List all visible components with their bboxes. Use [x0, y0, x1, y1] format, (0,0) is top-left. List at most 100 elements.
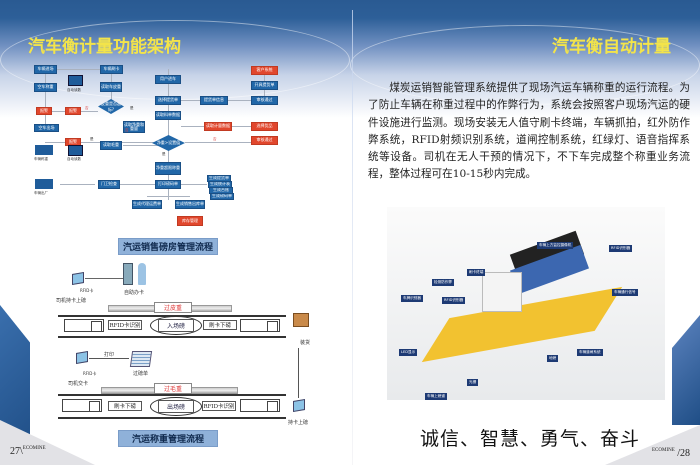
- decor-gray-shape: [0, 420, 95, 465]
- flow-node: 读取车皮重: [100, 82, 122, 92]
- connector-line: [45, 115, 46, 124]
- card-reader-icon: [76, 350, 88, 365]
- entry-scale: 入场磅: [150, 316, 202, 335]
- connector-line: [181, 100, 200, 101]
- photo-callout-label: 车辆上方监控摄像机: [537, 242, 574, 249]
- flow-node: 生成代理运费单: [132, 200, 162, 209]
- connector-line: [228, 100, 251, 101]
- monitor-icon: [68, 75, 83, 86]
- flow-node: 提货单信息: [200, 96, 228, 105]
- truck-cab: [482, 272, 522, 312]
- rfid-card-label: RFID卡: [83, 371, 97, 376]
- flow-label: 是: [162, 152, 166, 156]
- flowchart-caption: 汽运销售磅房管理流程: [118, 238, 218, 255]
- flow-node: 空车出场: [34, 124, 59, 132]
- flow-node: 审核通过: [251, 136, 278, 145]
- flow-node: 门卫检查: [98, 180, 120, 189]
- photo-callout-label: 光栅: [467, 379, 479, 386]
- flow-node: 读取计量数据: [204, 122, 232, 131]
- right-page-number: ECOMINE /28: [652, 448, 690, 459]
- connector-line: [185, 142, 251, 143]
- weigh-slip-icon: [129, 351, 153, 367]
- photo-callout-label: 车辆道闸系统: [577, 349, 603, 356]
- driver-card-on-label: 司机持卡上磅: [56, 298, 87, 304]
- truck-icon: [64, 319, 104, 332]
- flow-node: 选择货品: [251, 122, 278, 131]
- flow-node: 生成销售出库单: [175, 200, 205, 209]
- brand-label: ECOMINE: [652, 448, 675, 453]
- exit-scale: 出场磅: [150, 397, 202, 416]
- arrow-line: [85, 278, 123, 279]
- truck-icon: [35, 179, 53, 189]
- lane-line: [58, 336, 286, 338]
- photo-callout-label: LED显示: [399, 349, 418, 356]
- connector-line: [45, 73, 46, 83]
- flow-node: 打印磅码单: [155, 180, 181, 189]
- connector-line: [57, 69, 100, 70]
- page-number: /28: [677, 448, 691, 459]
- document-stack-item: 生成磅码单: [210, 193, 234, 200]
- flow-node: 选择提货单: [155, 96, 181, 105]
- arrow-line: [298, 348, 299, 398]
- connector-line: [264, 90, 265, 96]
- lane-line: [58, 394, 286, 396]
- decision-diamond: 皮重是否超标?: [98, 99, 124, 114]
- photo-callout-label: RFID识别器: [609, 245, 633, 252]
- flow-label: 是: [130, 106, 134, 110]
- rfid-card-label: RFID卡: [80, 288, 94, 293]
- connector-line: [111, 73, 112, 82]
- flow-label: 否: [213, 137, 217, 141]
- description-paragraph: 煤炭运销智能管理系统提供了现场汽运车辆称重的运行流程。为了防止车辆在称重过程中的…: [368, 82, 690, 181]
- kiosk-label: 自助办卡: [124, 290, 145, 296]
- flow-node: 客户系统: [251, 66, 278, 75]
- flow-label: 车辆称重: [34, 157, 48, 161]
- arrow-line: [89, 358, 129, 359]
- monitor-icon: [68, 145, 83, 156]
- flow-node: 读取料单数据: [155, 111, 181, 120]
- driver-return-card-label: 司机交卡: [68, 381, 89, 387]
- flow-node: 读取毛重: [100, 141, 122, 150]
- flow-node: 库存管理: [177, 216, 203, 226]
- connector-line: [111, 92, 112, 105]
- flow-node: 净重超限称重: [155, 162, 181, 175]
- exit-scale-label: 出场磅: [157, 400, 194, 413]
- flow-node: 报警: [65, 107, 81, 115]
- decor-blue-shape: [672, 315, 700, 425]
- photo-callout-label: 车辆上磅道: [425, 393, 447, 400]
- person-icon: [138, 263, 146, 285]
- entry-scale-label: 入场磅: [157, 319, 194, 332]
- tare-label: 过皮重: [154, 302, 192, 313]
- connector-line: [147, 196, 190, 197]
- slogan: 诚信、智慧、勇气、奋斗: [420, 428, 641, 450]
- connector-line: [168, 150, 169, 162]
- flow-node: 车辆进场: [34, 65, 57, 74]
- flow-node: 空车称重: [34, 83, 57, 92]
- card-on-label: 持卡上磅: [288, 420, 309, 426]
- flow-label: 是: [90, 137, 94, 141]
- flow-node: 读取净重和重量: [123, 121, 145, 133]
- connector-line: [120, 184, 155, 185]
- connector-line: [168, 189, 169, 200]
- card-reader-icon: [72, 271, 84, 286]
- page-header-band: [0, 0, 700, 120]
- photo-callout-label: 车辆通行信号: [612, 289, 638, 296]
- connector-line: [168, 69, 169, 144]
- cargo-icon: [293, 313, 309, 327]
- weighing-caption: 汽运称重管理流程: [118, 430, 218, 447]
- connector-line: [123, 145, 158, 146]
- flow-label: 自动读数: [67, 157, 81, 161]
- right-page-title: 汽车衡自动计量: [552, 37, 671, 57]
- connector-line: [181, 126, 204, 127]
- flow-node: 开具提货单: [251, 81, 278, 90]
- connector-line: [264, 75, 265, 81]
- flow-node: 车辆刷卡: [100, 65, 123, 74]
- rfid-recognition-box: RFID卡识别: [108, 320, 142, 330]
- flow-label: 否: [85, 106, 89, 110]
- photo-callout-label: 车牌识别器: [401, 295, 423, 302]
- flow-node: 报警: [36, 107, 52, 115]
- loaded-truck-icon: [62, 399, 102, 412]
- photo-callout-label: 检测防作弊: [432, 279, 454, 286]
- page-spine: [352, 10, 353, 465]
- loading-label: 装货: [300, 340, 311, 346]
- brand-label: ECOMINE: [22, 446, 46, 451]
